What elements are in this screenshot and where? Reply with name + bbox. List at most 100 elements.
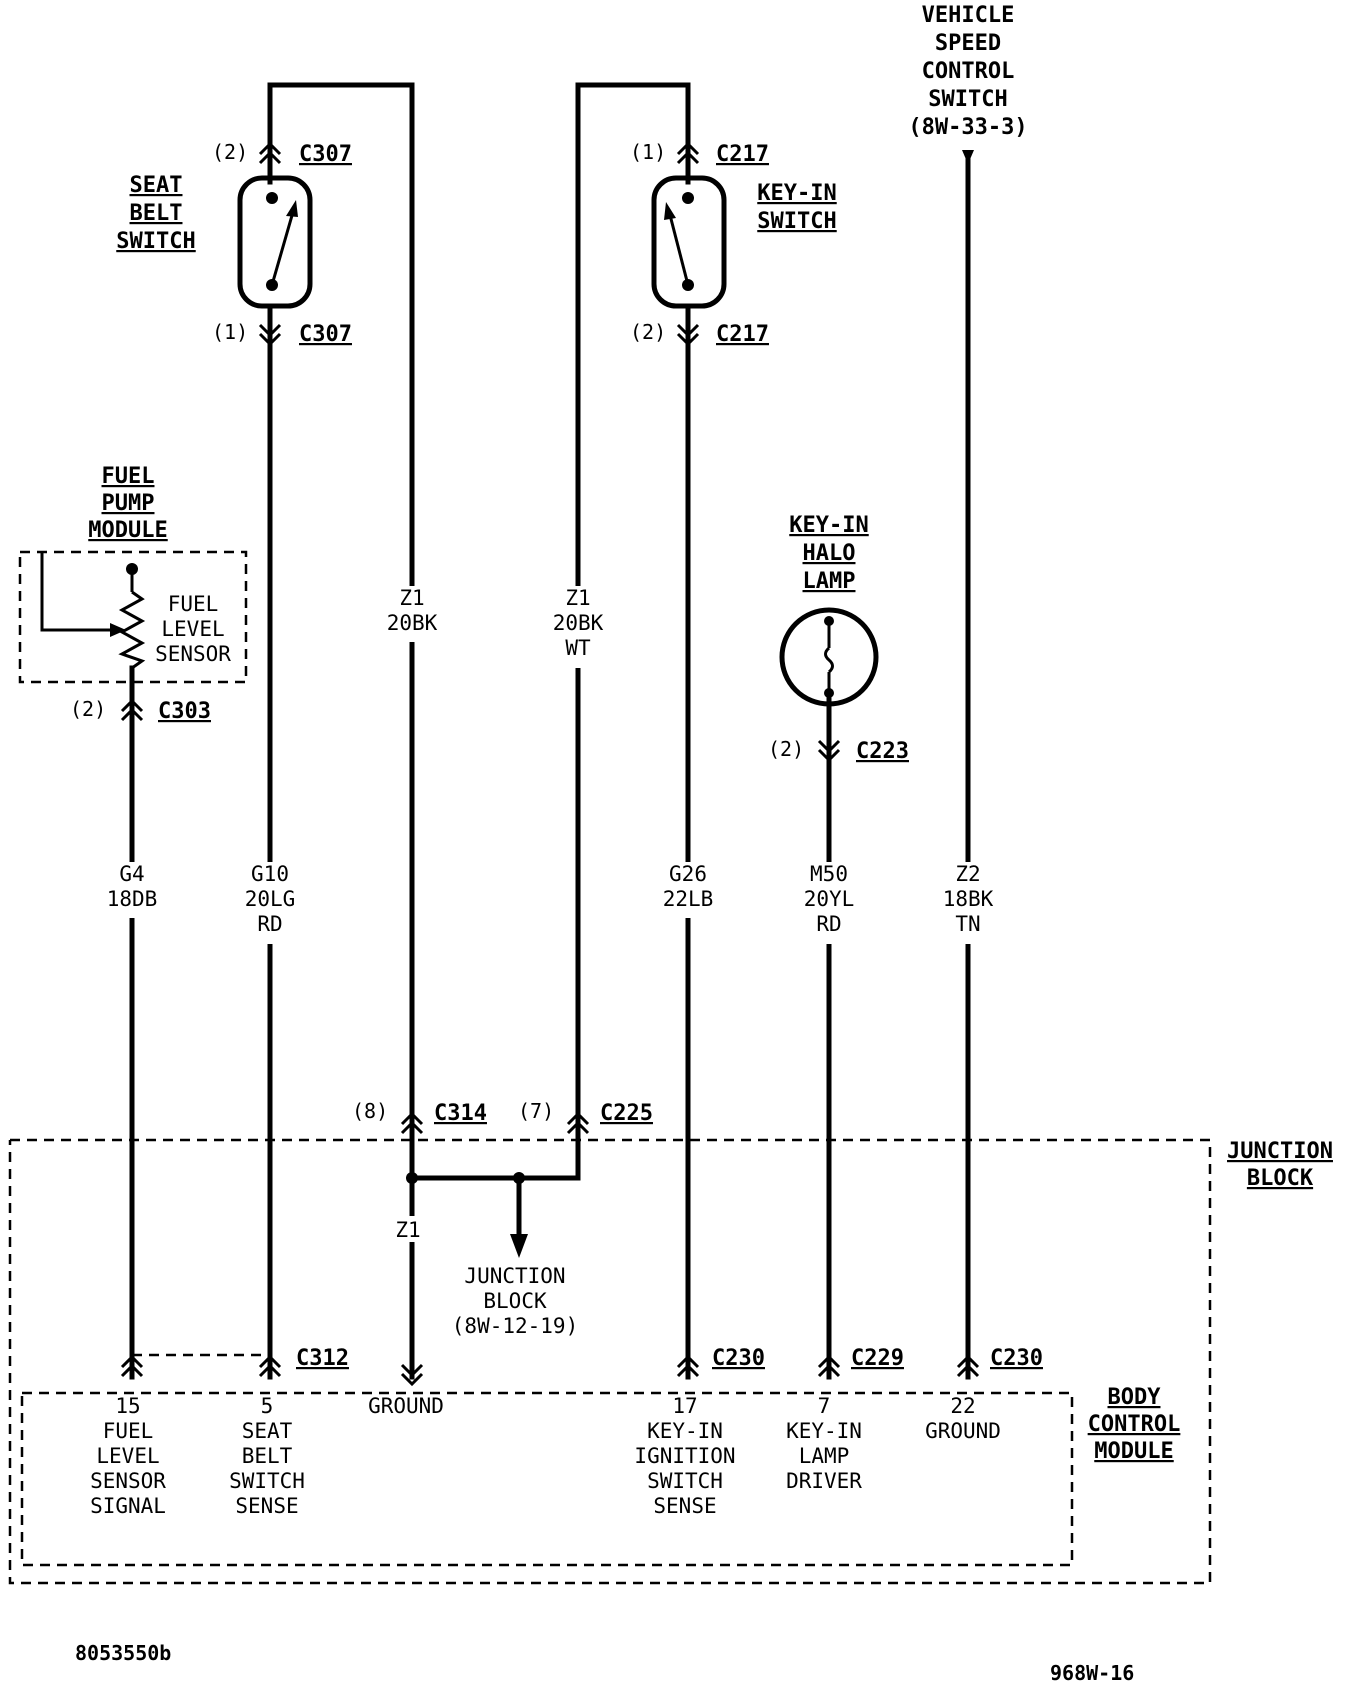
c225-pin: (7) — [518, 1099, 554, 1123]
c223-label: C223 — [856, 739, 909, 764]
svg-text:Z1: Z1 — [399, 586, 424, 610]
c229-label: C229 — [851, 1346, 904, 1371]
svg-text:Z1: Z1 — [565, 586, 590, 610]
svg-text:7: 7 — [818, 1394, 831, 1418]
svg-text:20YL: 20YL — [804, 887, 855, 911]
body-control-module-box — [20, 1391, 1074, 1567]
c217-bottom-label: C217 — [716, 322, 769, 347]
svg-text:Z2: Z2 — [955, 862, 980, 886]
svg-text:CONTROL: CONTROL — [922, 59, 1015, 84]
wire-label-g26: G26 22LB — [658, 862, 718, 918]
svg-text:LAMP: LAMP — [803, 569, 856, 594]
svg-text:G26: G26 — [669, 862, 707, 886]
svg-text:BODY: BODY — [1108, 1385, 1162, 1410]
svg-text:SEAT: SEAT — [242, 1419, 293, 1443]
wire-label-g4: G4 18DB — [102, 862, 162, 918]
svg-text:17: 17 — [672, 1394, 697, 1418]
svg-text:FUEL: FUEL — [102, 464, 155, 489]
c303-pin: (2) — [70, 697, 106, 721]
c307-top-label: C307 — [299, 142, 352, 167]
svg-text:G10: G10 — [251, 862, 289, 886]
svg-text:RD: RD — [816, 912, 841, 936]
svg-text:LEVEL: LEVEL — [161, 617, 224, 641]
svg-text:SWITCH: SWITCH — [757, 209, 836, 234]
svg-text:SENSE: SENSE — [653, 1494, 716, 1518]
c307-top-connector-symbol — [258, 141, 282, 165]
c230-b-label: C230 — [990, 1346, 1043, 1371]
svg-text:20BK: 20BK — [553, 611, 604, 635]
svg-text:SIGNAL: SIGNAL — [90, 1494, 166, 1518]
c217-bottom-pin: (2) — [630, 320, 666, 344]
svg-text:LEVEL: LEVEL — [96, 1444, 159, 1468]
wire-label-z1-left: Z1 20BK — [382, 586, 442, 642]
svg-text:MODULE: MODULE — [1094, 1439, 1173, 1464]
c314-pin: (8) — [352, 1099, 388, 1123]
svg-text:KEY-IN: KEY-IN — [647, 1419, 723, 1443]
svg-text:GROUND: GROUND — [925, 1419, 1001, 1443]
svg-text:18BK: 18BK — [943, 887, 994, 911]
seat-belt-switch-symbol — [237, 175, 313, 309]
svg-text:(8W-33-3): (8W-33-3) — [908, 115, 1027, 140]
svg-text:G4: G4 — [119, 862, 144, 886]
svg-text:PUMP: PUMP — [102, 491, 155, 516]
svg-text:HALO: HALO — [803, 541, 856, 566]
svg-text:SWITCH: SWITCH — [928, 87, 1007, 112]
wire-label-z1-splice: Z1 — [392, 1216, 432, 1242]
figure-code-right: 968W-16 — [1050, 1661, 1134, 1685]
key-in-switch-symbol — [651, 175, 727, 309]
svg-text:GROUND: GROUND — [368, 1394, 444, 1418]
wire-label-z2: Z2 18BK TN — [938, 862, 998, 944]
svg-text:KEY-IN: KEY-IN — [757, 181, 836, 206]
key-in-halo-lamp-label: KEY-IN HALO LAMP — [789, 513, 868, 594]
svg-text:SENSOR: SENSOR — [155, 642, 231, 666]
junction-block-box — [8, 1138, 1212, 1585]
c303-label: C303 — [158, 699, 211, 724]
svg-text:TN: TN — [955, 912, 980, 936]
c307-bottom-label: C307 — [299, 322, 352, 347]
svg-text:(8W-12-19): (8W-12-19) — [452, 1314, 578, 1338]
svg-text:20LG: 20LG — [245, 887, 296, 911]
svg-text:JUNCTION: JUNCTION — [1227, 1139, 1333, 1164]
c314-label: C314 — [434, 1101, 487, 1126]
bcm-pin-22: 22 GROUND — [925, 1394, 1001, 1443]
svg-text:SENSOR: SENSOR — [90, 1469, 166, 1493]
svg-text:SWITCH: SWITCH — [647, 1469, 723, 1493]
svg-text:BLOCK: BLOCK — [1247, 1166, 1314, 1191]
bcm-pin-17: 17 KEY-IN IGNITION SWITCH SENSE — [634, 1394, 735, 1518]
svg-text:BELT: BELT — [242, 1444, 293, 1468]
junction-block-ref-label: JUNCTION BLOCK (8W-12-19) — [452, 1264, 578, 1338]
svg-text:VEHICLE: VEHICLE — [922, 3, 1015, 28]
svg-text:DRIVER: DRIVER — [786, 1469, 862, 1493]
svg-text:SEAT: SEAT — [130, 173, 183, 198]
svg-text:RD: RD — [257, 912, 282, 936]
bcm-pin-15: 15 FUEL LEVEL SENSOR SIGNAL — [90, 1394, 166, 1518]
c217-top-label: C217 — [716, 142, 769, 167]
seat-belt-switch-label: SEAT BELT SWITCH — [116, 173, 195, 254]
fuel-level-sensor-label: FUEL LEVEL SENSOR — [155, 592, 231, 666]
svg-text:18DB: 18DB — [107, 887, 158, 911]
c217-top-connector-symbol — [676, 141, 700, 165]
svg-text:22LB: 22LB — [663, 887, 714, 911]
z2-wire — [962, 150, 974, 1380]
c217-top-pin: (1) — [630, 140, 666, 164]
svg-text:15: 15 — [115, 1394, 140, 1418]
svg-text:KEY-IN: KEY-IN — [786, 1419, 862, 1443]
c312-label: C312 — [296, 1346, 349, 1371]
c307-top-pin: (2) — [212, 140, 248, 164]
svg-text:LAMP: LAMP — [799, 1444, 850, 1468]
svg-text:KEY-IN: KEY-IN — [789, 513, 868, 538]
c225-connector-symbol — [566, 1111, 590, 1135]
svg-text:20BK: 20BK — [387, 611, 438, 635]
svg-text:IGNITION: IGNITION — [634, 1444, 735, 1468]
vehicle-speed-control-switch-label: VEHICLE SPEED CONTROL SWITCH (8W-33-3) — [908, 3, 1027, 140]
key-in-switch-label: KEY-IN SWITCH — [757, 181, 836, 234]
svg-text:BLOCK: BLOCK — [483, 1289, 547, 1313]
svg-text:5: 5 — [261, 1394, 274, 1418]
svg-text:FUEL: FUEL — [103, 1419, 154, 1443]
svg-text:SWITCH: SWITCH — [116, 229, 195, 254]
svg-text:WT: WT — [565, 636, 591, 660]
svg-text:MODULE: MODULE — [88, 518, 167, 543]
bcm-pin-7: 7 KEY-IN LAMP DRIVER — [786, 1394, 862, 1493]
svg-text:FUEL: FUEL — [168, 592, 219, 616]
